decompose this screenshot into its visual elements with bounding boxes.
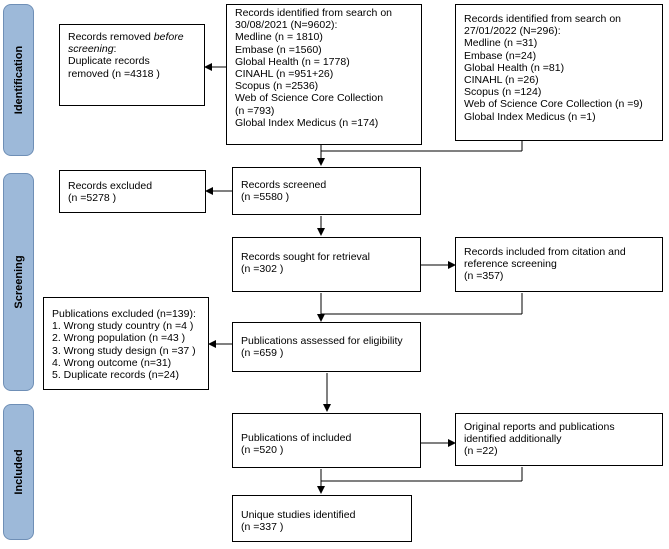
box-text-line: Global Health (n = 1778) [235,55,350,68]
included-publications-box: Publications of included(n =520 ) [232,413,421,468]
box-text-line: Publications excluded (n=139): [52,308,196,320]
box-text-line: Global Index Medicus (n =174) [235,116,379,129]
title-emphasis-hidden: screening [68,43,114,56]
box-text-line: Records sought for retrieval [241,251,370,263]
phase-screening: Screening [3,173,34,391]
title-suffix: : [113,43,117,56]
box-text-line: Publications of included [241,432,352,444]
box-text-line: Web of Science Core Collection (n =9) [464,98,643,111]
box-text-line: Publications assessed for eligibility [241,335,403,347]
box-text-line: Global Index Medicus (n =1) [464,110,596,123]
box-text-line: (n =302 ) [241,263,284,276]
box-text-line: (n =22) [464,445,498,458]
box-text-line: (n =357) [464,270,504,283]
box-text-line: CINAHL (n =951+26) [235,68,334,81]
box-text-line: reference screening [464,258,557,271]
box-text-line: 4. Wrong outcome (n=31) [52,356,172,369]
records-screened-box: Records screened(n =5580 ) [232,167,421,215]
box-text-line: 1. Wrong study country (n =4 ) [52,320,194,333]
phase-identification: Identification [3,4,34,156]
phase-included: Included [3,404,34,540]
eligibility-box: Publications assessed for eligibility(n … [232,322,421,372]
box-text-line: (n =659 ) [241,347,284,360]
records-removed-count: removed (n =4318 ) [68,67,160,80]
publications-excluded-box: Publications excluded (n=139):1. Wrong s… [43,297,209,390]
records-removed-box: Records removed before screening: Duplic… [59,24,205,106]
box-text-line: Records identified from search on [235,7,392,19]
records-removed-title: Records removed before [68,31,196,43]
box-text-line: Scopus (n =2536) [235,80,319,93]
box-text-line: Records included from citation and [464,246,626,258]
box-text-line: Scopus (n =124) [464,86,542,99]
box-text-line: (n =793) [235,104,275,117]
box-text-line: Medline (n = 1810) [235,31,323,44]
box-text-line: Embase (n =1560) [235,43,322,56]
box-text-line: Unique studies identified [241,509,356,521]
box-text-line: (n =5278 ) [68,192,117,205]
records-removed-title-end: screening: [68,43,196,55]
box-text-line: (n =337 ) [241,521,284,534]
box-text-line: Original reports and publications [464,421,615,433]
records-excluded-box: Records excluded(n =5278 ) [59,170,206,213]
box-text-line: Web of Science Core Collection [235,92,384,105]
box-text-line: 30/08/2021 (N=9602): [235,19,338,32]
box-text-line: 27/01/2022 (N=296): [464,25,561,38]
title-emphasis: before [153,31,184,43]
box-text-line: Records screened [241,179,327,191]
box-text-line: 3. Wrong study design (n =37 ) [52,344,196,357]
box-text-line: 5. Duplicate records (n=24) [52,369,179,382]
box-text-line: Embase (n=24) [464,49,537,62]
box-text-line: 2. Wrong population (n =43 ) [52,332,186,345]
box-text-line: Global Health (n =81) [464,61,565,74]
box-text-line: CINAHL (n =26) [464,74,539,87]
box-text-line: Records identified from search on [464,13,621,25]
unique-studies-box: Unique studies identified(n =337 ) [232,495,412,542]
box-text-line: (n =5580 ) [241,191,290,204]
records-removed-line: Duplicate records [68,55,150,68]
box-text-line: Records excluded [68,180,153,192]
records-retrieval-box: Records sought for retrieval(n =302 ) [232,237,421,292]
box-text-line: (n =520 ) [241,444,284,457]
box-text-line: Medline (n =31) [464,37,538,50]
title-prefix: Records removed [68,31,154,43]
box-text-line: identified additionally [464,433,562,446]
